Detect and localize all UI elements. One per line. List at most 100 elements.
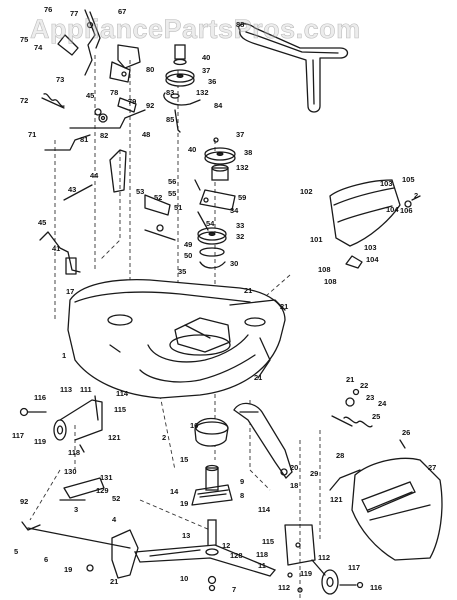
idler-arm-and-brackets <box>39 149 176 275</box>
callout-label: 21 <box>280 302 288 311</box>
callout-label: 50 <box>184 251 192 260</box>
callout-label: 22 <box>360 381 368 390</box>
right-wheel-assembly <box>284 524 364 595</box>
callout-label: 44 <box>90 171 99 180</box>
callout-label: 3 <box>74 505 78 514</box>
callout-label: 52 <box>154 193 162 202</box>
watermark-text: AppliancePartsPros.com <box>30 14 361 44</box>
callout-label: 113 <box>60 385 72 394</box>
callout-label: 34 <box>230 206 239 215</box>
callout-label: 119 <box>300 569 312 578</box>
callout-label: 84 <box>214 101 223 110</box>
part-callouts: 76 77 67 75 74 73 88 40 37 36 80 78 79 9… <box>12 5 436 594</box>
callout-label: 79 <box>128 97 136 106</box>
callout-label: 14 <box>170 487 179 496</box>
callout-label: 105 <box>402 175 415 184</box>
callout-label: 67 <box>118 7 126 16</box>
callout-label: 115 <box>262 537 274 546</box>
callout-label: 121 <box>330 495 343 504</box>
rear-bag-adapter <box>329 388 443 561</box>
callout-label: 33 <box>236 221 244 230</box>
callout-label: 131 <box>100 473 113 482</box>
callout-label: 2 <box>162 433 166 442</box>
callout-label: 11 <box>258 561 266 570</box>
callout-label: 4 <box>112 515 117 524</box>
callout-label: 19 <box>180 499 188 508</box>
callout-label: 116 <box>370 583 382 592</box>
callout-label: 117 <box>12 431 24 440</box>
callout-label: 104 <box>386 205 399 214</box>
callout-label: 71 <box>28 130 36 139</box>
callout-label: 19 <box>64 565 72 574</box>
discharge-deflector <box>329 179 421 269</box>
callout-label: 40 <box>202 53 210 62</box>
callout-label: 52 <box>112 494 120 503</box>
callout-label: 40 <box>188 145 196 154</box>
callout-label: 1 <box>62 351 66 360</box>
callout-label: 23 <box>366 393 374 402</box>
callout-label: 55 <box>168 189 176 198</box>
callout-label: 28 <box>336 451 344 460</box>
callout-label: 51 <box>174 203 182 212</box>
upper-pulley-stack <box>163 44 201 133</box>
callout-label: 21 <box>110 577 118 586</box>
callout-label: 7 <box>232 585 236 594</box>
callout-label: 75 <box>20 35 28 44</box>
callout-label: 108 <box>324 277 337 286</box>
callout-label: 82 <box>100 131 108 140</box>
lift-linkage-assembly <box>41 9 146 151</box>
callout-label: 5 <box>14 547 18 556</box>
callout-label: 115 <box>114 405 126 414</box>
callout-label: 8 <box>240 491 244 500</box>
callout-label: 83 <box>166 88 174 97</box>
callout-label: 49 <box>184 240 192 249</box>
callout-label: 24 <box>378 399 387 408</box>
callout-label: 56 <box>168 177 176 186</box>
callout-label: 32 <box>236 232 244 241</box>
callout-label: 78 <box>110 88 118 97</box>
callout-label: 132 <box>236 163 249 172</box>
callout-label: 114 <box>116 389 129 398</box>
callout-label: 121 <box>108 433 121 442</box>
callout-label: 106 <box>400 206 413 215</box>
callout-label: 92 <box>20 497 28 506</box>
callout-label: 119 <box>34 437 46 446</box>
callout-label: 35 <box>178 267 186 276</box>
callout-label: 130 <box>64 467 77 476</box>
callout-label: 74 <box>34 43 43 52</box>
callout-label: 37 <box>202 66 210 75</box>
callout-label: 37 <box>236 130 244 139</box>
callout-label: 41 <box>52 244 60 253</box>
callout-label: 112 <box>318 553 330 562</box>
callout-label: 13 <box>182 531 190 540</box>
left-wheel-assembly <box>19 395 139 579</box>
callout-label: 16 <box>190 421 198 430</box>
callout-label: 80 <box>146 65 154 74</box>
callout-label: 59 <box>238 193 246 202</box>
callout-label: 111 <box>80 385 92 394</box>
callout-label: 48 <box>142 130 150 139</box>
callout-label: 18 <box>290 481 298 490</box>
callout-label: 2 <box>414 191 418 200</box>
callout-label: 30 <box>230 259 238 268</box>
callout-label: 128 <box>230 551 243 560</box>
callout-label: 85 <box>166 115 174 124</box>
mower-deck-housing <box>67 279 286 399</box>
callout-label: 12 <box>222 541 230 550</box>
callout-label: 102 <box>300 187 313 196</box>
callout-label: 10 <box>180 574 188 583</box>
callout-label: 29 <box>310 469 318 478</box>
callout-label: 20 <box>290 463 298 472</box>
callout-label: 6 <box>44 555 48 564</box>
callout-label: 101 <box>310 235 323 244</box>
drive-arm <box>233 402 293 480</box>
callout-label: 21 <box>254 373 262 382</box>
callout-label: 53 <box>136 187 144 196</box>
middle-pulley-stack <box>194 137 236 269</box>
callout-label: 104 <box>366 255 379 264</box>
callout-label: 43 <box>68 185 76 194</box>
callout-label: 9 <box>240 477 244 486</box>
callout-label: 45 <box>38 218 46 227</box>
